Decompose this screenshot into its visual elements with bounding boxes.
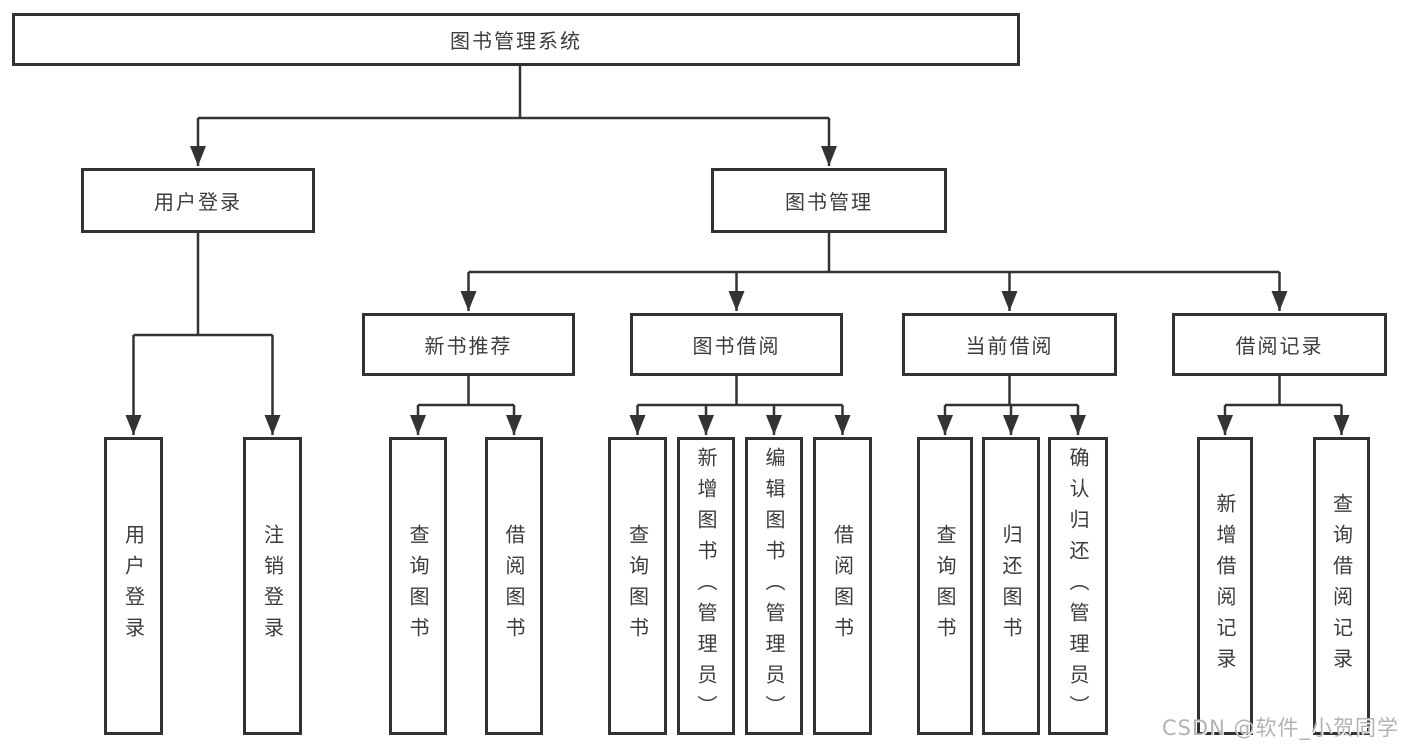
leaf-add-borrow-record-label: 新增借阅记录 xyxy=(1213,493,1237,679)
leaf-borrow-edit-admin: 编辑图书（管理员） xyxy=(745,437,803,735)
node-book-borrow: 图书借阅 xyxy=(630,313,843,376)
node-book-borrow-label: 图书借阅 xyxy=(692,334,781,358)
node-user-login: 用户登录 xyxy=(81,168,315,233)
node-user-login-label: 用户登录 xyxy=(154,190,242,214)
leaf-add-borrow-record: 新增借阅记录 xyxy=(1197,437,1253,735)
node-root-label: 图书管理系统 xyxy=(450,29,582,53)
leaf-new-books-borrow: 借阅图书 xyxy=(485,437,543,735)
connector-current-borrow-to-leaves xyxy=(937,376,1086,435)
node-borrow-records: 借阅记录 xyxy=(1172,313,1387,376)
leaf-confirm-return-admin-label: 确认归还（管理员） xyxy=(1066,446,1090,726)
leaf-return-book: 归还图书 xyxy=(982,437,1040,735)
node-current-borrow-label: 当前借阅 xyxy=(965,334,1054,358)
leaf-logout-label: 注销登录 xyxy=(260,524,285,648)
connector-borrow-records-to-leaves xyxy=(1217,376,1350,435)
leaf-query-borrow-record-label: 查询借阅记录 xyxy=(1329,493,1354,679)
csdn-watermark: CSDN @软件_小贺同学 xyxy=(1161,716,1399,740)
leaf-current-query-label: 查询图书 xyxy=(933,524,957,648)
node-current-borrow: 当前借阅 xyxy=(902,313,1117,376)
leaf-current-query: 查询图书 xyxy=(917,437,973,735)
leaf-new-books-borrow-label: 借阅图书 xyxy=(502,524,526,648)
leaf-new-books-query-label: 查询图书 xyxy=(406,524,430,648)
leaf-return-book-label: 归还图书 xyxy=(999,524,1023,648)
leaf-new-books-query: 查询图书 xyxy=(389,437,447,735)
connector-user-login-to-leaves xyxy=(125,233,281,435)
leaf-borrow-query: 查询图书 xyxy=(608,437,667,735)
connector-root-to-level2 xyxy=(190,66,837,166)
node-borrow-records-label: 借阅记录 xyxy=(1235,334,1324,358)
leaf-borrow-book-label: 借阅图书 xyxy=(830,524,855,648)
node-root: 图书管理系统 xyxy=(12,13,1020,66)
node-new-books-label: 新书推荐 xyxy=(424,334,513,358)
leaf-borrow-add-admin-label: 新增图书（管理员） xyxy=(694,446,718,726)
connector-book-borrow-to-leaves xyxy=(629,376,851,435)
leaf-borrow-query-label: 查询图书 xyxy=(625,524,650,648)
leaf-borrow-edit-admin-label: 编辑图书（管理员） xyxy=(762,446,786,726)
leaf-user-login: 用户登录 xyxy=(104,437,163,735)
leaf-user-login-label: 用户登录 xyxy=(121,524,146,648)
node-book-management-label: 图书管理 xyxy=(785,190,873,214)
connector-new-books-to-leaves xyxy=(410,376,522,435)
leaf-borrow-book: 借阅图书 xyxy=(813,437,872,735)
node-book-management: 图书管理 xyxy=(711,168,947,233)
node-new-books: 新书推荐 xyxy=(362,313,575,376)
leaf-confirm-return-admin: 确认归还（管理员） xyxy=(1048,437,1108,735)
connector-book-mgmt-to-level3 xyxy=(460,233,1288,311)
leaf-borrow-add-admin: 新增图书（管理员） xyxy=(677,437,735,735)
leaf-query-borrow-record: 查询借阅记录 xyxy=(1313,437,1370,735)
leaf-logout: 注销登录 xyxy=(243,437,302,735)
